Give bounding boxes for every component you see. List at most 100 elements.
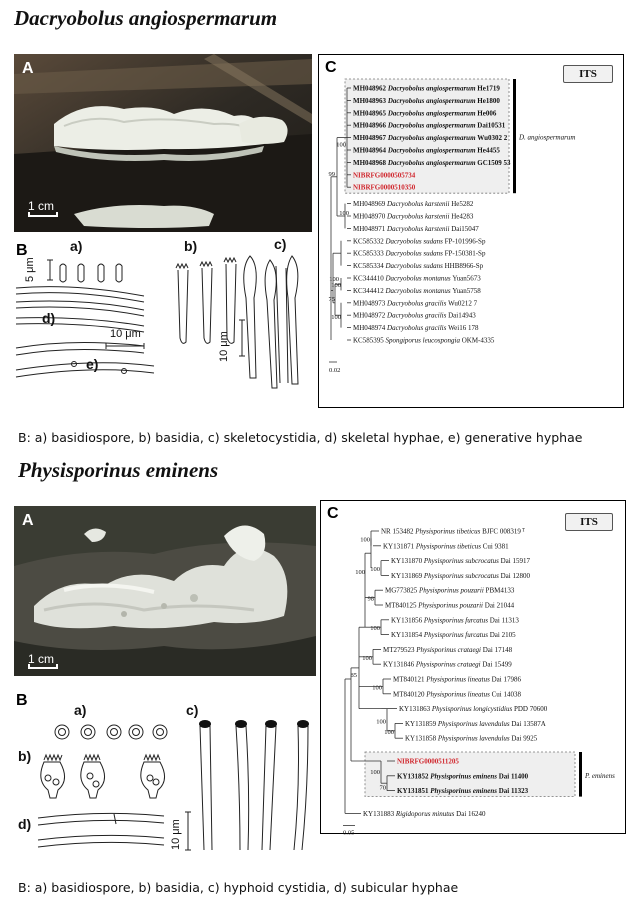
- bootstrap-value: 100: [331, 314, 341, 321]
- bootstrap-value: 70: [380, 785, 387, 792]
- taxon-label: KY131858 Physisporinus lavendulus Dai 99…: [405, 735, 538, 743]
- clade-bar: [579, 752, 582, 797]
- figure1-phylogenetic-tree: MH048962 Dacryobolus angiospermarum He17…: [329, 78, 575, 374]
- taxon-label: KC585333 Dacryobolus sudans FP-150381-Sp: [353, 250, 486, 258]
- figure1-drawings-label: B: [16, 242, 28, 259]
- figure1-photo-scale-label: 1 cm: [28, 199, 55, 213]
- taxon-label: KC585334 Dacryobolus sudans HHB8966-Sp: [353, 262, 484, 270]
- taxon-label: MH048973 Dacryobolus gracilis Wu0212 7: [353, 299, 478, 307]
- figure1-scale-10um-vertical: 10 μm: [218, 331, 230, 362]
- figure2-photo: A 1 cm: [14, 506, 316, 676]
- figure1-line-drawings: [15, 255, 299, 389]
- bootstrap-value: 75: [329, 296, 336, 303]
- figure1-tree-panel: C ITS MH048962 Dacryobolus angiospermaru…: [318, 54, 624, 408]
- figure2-drawing-sub-a: a): [74, 702, 87, 718]
- taxon-label: MH048964 Dacryobolus angiospermarum He44…: [353, 147, 500, 155]
- figure2-caption: B: a) basidiospore, b) basidia, c) hypho…: [18, 880, 459, 895]
- figure1-tree-label: C: [325, 59, 337, 76]
- figure1-drawing-sub-b: b): [184, 238, 198, 254]
- taxon-label: KY131870 Physisporinus subcrocatus Dai 1…: [391, 557, 530, 565]
- taxon-label: MH048968 Dacryobolus angiospermarum GC15…: [353, 159, 511, 167]
- taxon-label: KY131883 Rigidoporus minutus Dai 16240: [363, 810, 486, 818]
- taxon-label: NR 153482 Physisporinus tibeticus BJFC 0…: [381, 528, 525, 536]
- taxon-label: NIBRFG0000510350: [353, 184, 416, 192]
- taxon-label: MT840121 Physisporinus lineatus Dai 1798…: [393, 676, 521, 684]
- taxon-label: KY131856 Physisporinus furcatus Dai 1131…: [391, 616, 519, 624]
- taxon-label: KY131852 Physisporinus eminens Dai 11400: [397, 772, 529, 780]
- figure2-scale-10um: 10 μm: [170, 819, 182, 850]
- figure1-scale-5um: 5 μm: [24, 257, 36, 282]
- taxon-label: MT279523 Physisporinus crataegi Dai 1714…: [383, 646, 513, 654]
- bootstrap-value: 100: [336, 142, 346, 149]
- figure1-drawing-sub-d: d): [42, 310, 56, 326]
- bootstrap-value: 85: [351, 672, 358, 679]
- clade-highlight-box: [364, 751, 576, 797]
- figure2-title: Physisporinus eminens: [18, 458, 219, 482]
- figure2-drawing-sub-d: d): [18, 816, 32, 832]
- tree-scale-label: 0.05: [343, 829, 354, 835]
- clade-highlight-box: [344, 78, 510, 194]
- clade-bar: [513, 79, 516, 194]
- figure2-tree-label: C: [327, 505, 339, 522]
- taxon-label: KY131869 Physisporinus subcrocatus Dai 1…: [391, 572, 530, 580]
- figure1-photo-scalebar: [28, 212, 58, 217]
- bootstrap-value: 100: [339, 210, 349, 217]
- taxon-label: MH048965 Dacryobolus angiospermarum He00…: [353, 109, 497, 117]
- figure2-its-badge: ITS: [565, 513, 613, 531]
- tree-scale-label: 0.02: [329, 367, 340, 374]
- taxon-label: KY131871 Physisporinus tibeticus Cui 938…: [383, 542, 509, 550]
- taxon-label: MH048974 Dacryobolus gracilis Wei16 178: [353, 324, 479, 332]
- figure1-scale-10um-horizontal: 10 μm: [110, 328, 141, 340]
- bootstrap-value: 100: [370, 625, 380, 632]
- taxon-label: MH048969 Dacryobolus karstenii He5282: [353, 200, 474, 208]
- taxon-label: MH048971 Dacryobolus karstenii Dai15047: [353, 225, 479, 233]
- taxon-label: KY131851 Physisporinus eminens Dai 11323: [397, 787, 529, 795]
- fungus-photo-image: [14, 54, 312, 232]
- figure2-photo-label: A: [22, 512, 34, 529]
- taxon-label: KC344410 Dacryobolus montanus Yuan5673: [353, 275, 481, 283]
- basidiospore-shape: [59, 263, 67, 283]
- figure1-drawings: B: [14, 236, 314, 398]
- figure2-phylogenetic-tree: NR 153482 Physisporinus tibeticus BJFC 0…: [343, 528, 615, 835]
- figure1-caption: B: a) basidiospore, b) basidia, c) skele…: [18, 430, 583, 445]
- bootstrap-value: 100: [331, 282, 341, 289]
- figure1-drawing-sub-c: c): [274, 236, 287, 252]
- bootstrap-value: 100: [372, 684, 382, 691]
- figure1-drawing-sub-e: e): [86, 356, 99, 372]
- figure2-photo-scale-label: 1 cm: [28, 652, 55, 666]
- figure2-photo-scalebar: [28, 664, 58, 669]
- taxon-label: KY131859 Physisporinus lavendulus Dai 13…: [405, 720, 546, 728]
- taxon-label: MH048966 Dacryobolus angiospermarum Dai1…: [353, 122, 506, 130]
- bootstrap-value: 100: [355, 569, 365, 576]
- taxon-label: MH048972 Dacryobolus gracilis Dai14943: [353, 312, 476, 320]
- figure2-drawings-label: B: [16, 692, 28, 709]
- cystidium-tip: [199, 720, 211, 728]
- clade-label: D. angiospermarum: [518, 134, 575, 142]
- figure2-drawing-sub-b: b): [18, 748, 32, 764]
- bootstrap-value: 100: [384, 729, 394, 736]
- taxon-label: MT840125 Physisporinus pouzarii Dai 2104…: [385, 602, 515, 610]
- bootstrap-value: 100: [360, 536, 370, 543]
- figure1-drawing-sub-a: a): [70, 238, 83, 254]
- bootstrap-value: 100: [376, 718, 386, 725]
- bootstrap-value: 100: [370, 566, 380, 573]
- bootstrap-value: 99: [329, 171, 336, 178]
- bootstrap-value: 98: [368, 596, 375, 603]
- taxon-label: KY131863 Physisporinus longicystidius PD…: [399, 705, 548, 713]
- taxon-label: MH048963 Dacryobolus angiospermarum He18…: [353, 97, 500, 105]
- taxon-label: NIBRFG0000511205: [397, 758, 459, 766]
- taxon-label: KY131846 Physisporinus crataegi Dai 1549…: [383, 661, 512, 669]
- figure1-photo-label: A: [22, 60, 34, 77]
- figure1-title: Dacryobolus angiospermarum: [14, 6, 278, 30]
- taxon-label: KC585395 Spongiporus leucospongia OKM-43…: [353, 337, 495, 345]
- taxon-label: KC344412 Dacryobolus montanus Yuan5758: [353, 287, 481, 295]
- clade-label: P. eminens: [584, 772, 615, 780]
- taxon-label: NIBRFG0000505734: [353, 171, 416, 179]
- taxon-label: MH048967 Dacryobolus angiospermarum Wu03…: [353, 134, 508, 142]
- figure2-tree-panel: C ITS NR 153482 Physisporinus tibeticus …: [320, 500, 626, 835]
- figure2-drawing-sub-c: c): [186, 702, 199, 718]
- bootstrap-value: 100: [329, 276, 339, 283]
- taxon-label: MG773825 Physisporinus pouzarii PBM4133: [385, 587, 515, 595]
- figure2-drawings: B: [14, 690, 314, 860]
- taxon-label: MH048970 Dacryobolus karstenii He4283: [353, 213, 474, 221]
